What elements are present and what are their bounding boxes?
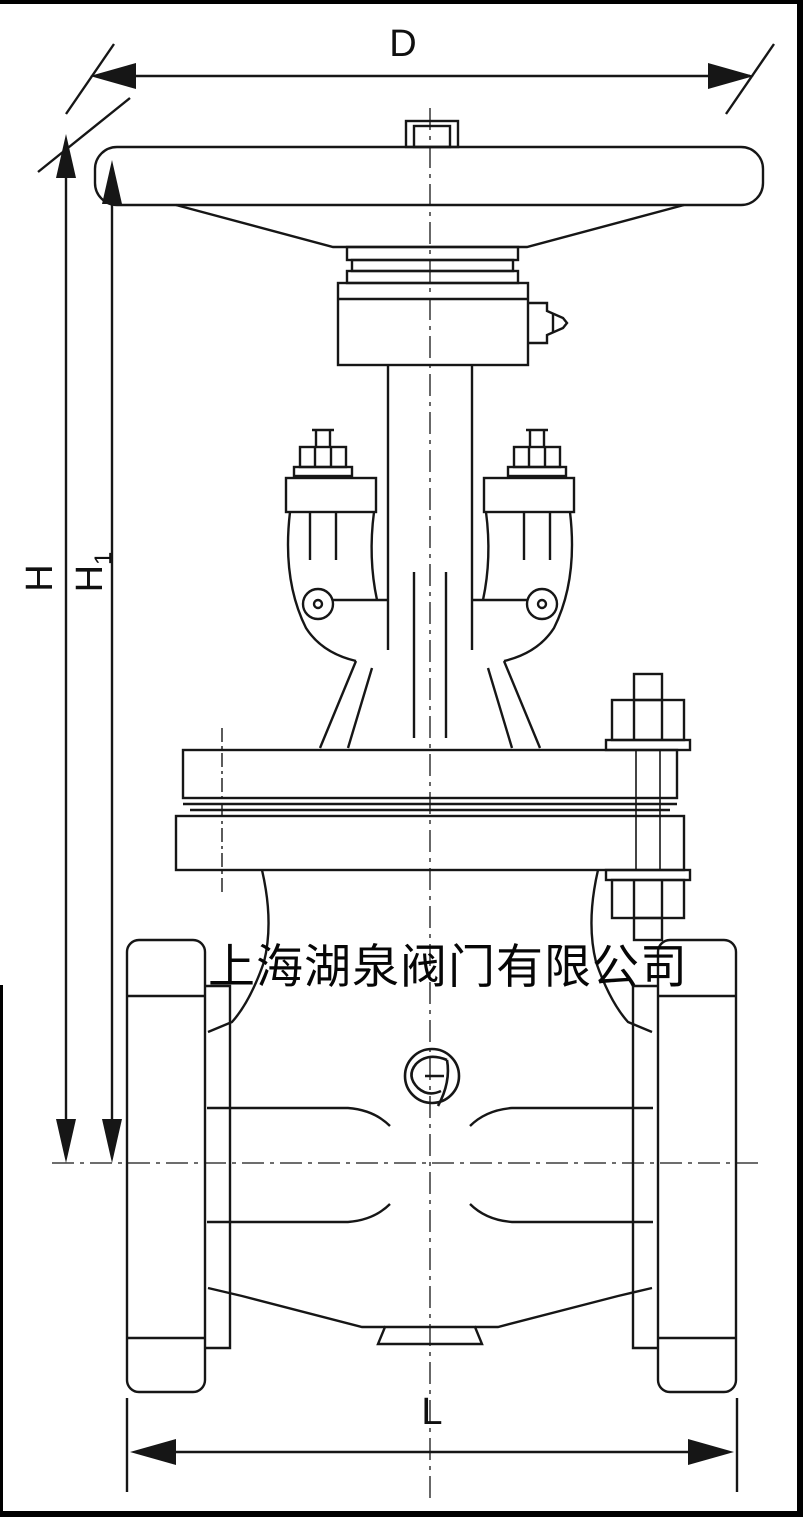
bonnet-flange — [174, 728, 686, 896]
dimension-d — [65, 43, 775, 115]
dimension-l — [125, 1398, 739, 1492]
gland-bolt-left — [284, 428, 378, 560]
dimension-h1 — [102, 160, 122, 1163]
h1-base: H — [69, 565, 111, 592]
dimension-l-label: L — [421, 1391, 442, 1433]
gland-bolt-right — [482, 428, 576, 560]
company-watermark: 上海湖泉阀门有限公司 — [208, 940, 688, 993]
yoke-arms — [286, 511, 574, 663]
manufacturer-logo-icon — [403, 1047, 461, 1107]
bonnet-neck — [318, 660, 542, 749]
grease-fitting-icon — [528, 301, 569, 345]
yoke-head — [336, 281, 530, 367]
flange-bolt-right — [604, 672, 692, 942]
dimension-h — [37, 97, 131, 1163]
dimension-h-label: H — [19, 564, 61, 591]
h1-subscript: 1 — [90, 552, 117, 565]
dimension-d-label: D — [389, 23, 416, 65]
valve-stem — [386, 365, 474, 738]
valve-body — [207, 869, 653, 1346]
dimension-h1-label: H1 — [69, 552, 117, 593]
stem-nut — [345, 245, 520, 285]
handwheel — [93, 119, 765, 249]
end-flange-left — [125, 938, 232, 1394]
end-flange-right — [631, 938, 738, 1394]
